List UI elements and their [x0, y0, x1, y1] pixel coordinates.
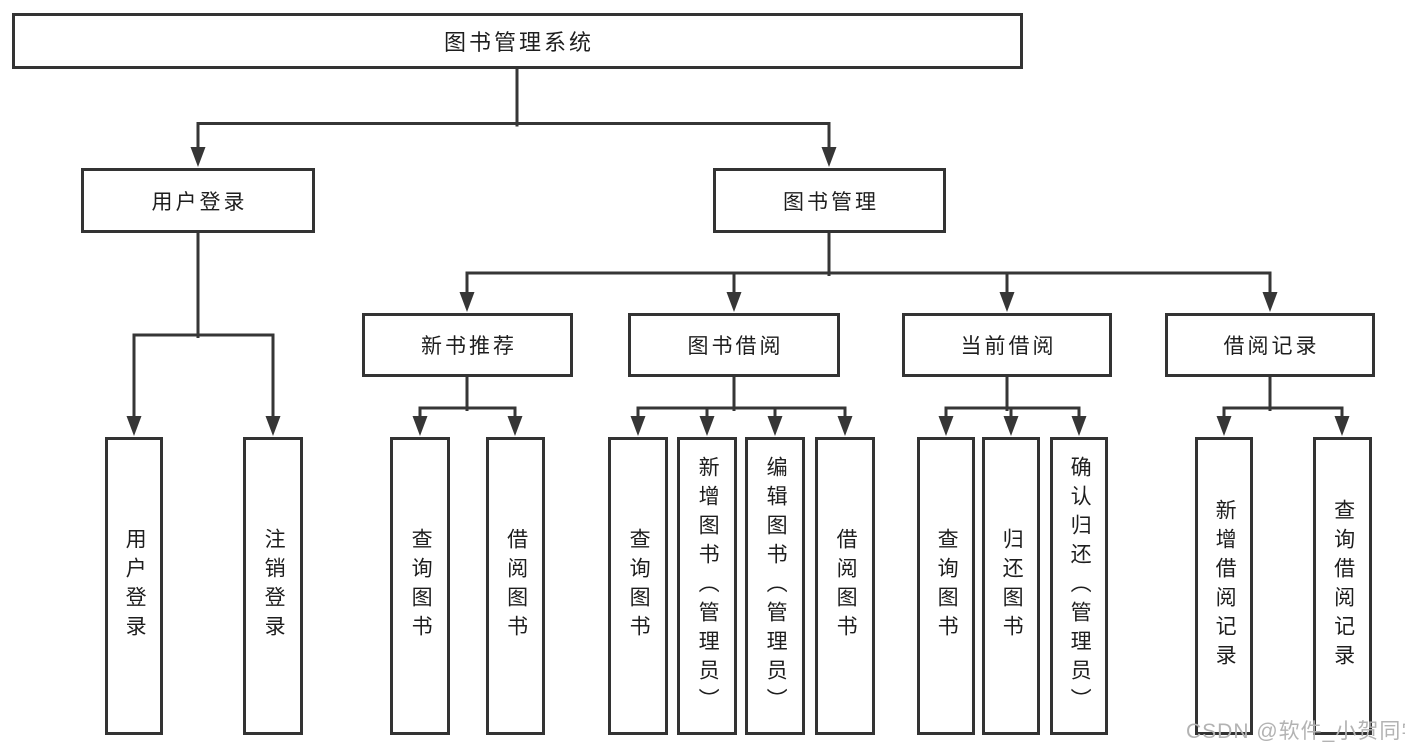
leaf-query-borrow-record-label: 查询借阅记录 — [1331, 499, 1355, 673]
watermark-text: CSDN @软件_小贺同学 — [1186, 720, 1405, 743]
leaf-add-borrow-record: 新增借阅记录 — [1195, 437, 1253, 735]
leaf-borrow-book-1: 借阅图书 — [486, 437, 545, 735]
leaf-query-book-1-label: 查询图书 — [409, 528, 433, 644]
leaf-query-book-2-label: 查询图书 — [627, 528, 651, 644]
leaf-confirm-return-admin-label: 确认归还（管理员） — [1068, 455, 1092, 717]
leaf-query-book-1: 查询图书 — [390, 437, 450, 735]
leaf-user-login-label: 用户登录 — [123, 528, 147, 644]
node-root: 图书管理系统 — [12, 13, 1023, 69]
leaf-add-borrow-record-label: 新增借阅记录 — [1213, 499, 1237, 673]
leaf-add-book-admin: 新增图书（管理员） — [677, 437, 737, 735]
node-book-borrow: 图书借阅 — [628, 313, 840, 377]
node-new-book-recommend: 新书推荐 — [362, 313, 573, 377]
leaf-edit-book-admin: 编辑图书（管理员） — [745, 437, 805, 735]
leaf-query-borrow-record: 查询借阅记录 — [1313, 437, 1372, 735]
leaf-query-book-3-label: 查询图书 — [935, 528, 959, 644]
node-borrow-records: 借阅记录 — [1165, 313, 1375, 377]
leaf-borrow-book-2-label: 借阅图书 — [834, 528, 858, 644]
leaf-borrow-book-2: 借阅图书 — [815, 437, 875, 735]
leaf-logout-label: 注销登录 — [262, 528, 286, 644]
leaf-confirm-return-admin: 确认归还（管理员） — [1050, 437, 1108, 735]
node-user-login: 用户登录 — [81, 168, 315, 233]
node-current-borrow: 当前借阅 — [902, 313, 1112, 377]
leaf-edit-book-admin-label: 编辑图书（管理员） — [764, 455, 788, 717]
leaf-user-login: 用户登录 — [105, 437, 163, 735]
leaf-logout: 注销登录 — [243, 437, 303, 735]
leaf-return-book: 归还图书 — [982, 437, 1040, 735]
leaf-add-book-admin-label: 新增图书（管理员） — [696, 455, 720, 717]
leaf-return-book-label: 归还图书 — [1000, 528, 1024, 644]
leaf-query-book-3: 查询图书 — [917, 437, 975, 735]
node-book-management: 图书管理 — [713, 168, 946, 233]
leaf-query-book-2: 查询图书 — [608, 437, 668, 735]
leaf-borrow-book-1-label: 借阅图书 — [504, 528, 528, 644]
